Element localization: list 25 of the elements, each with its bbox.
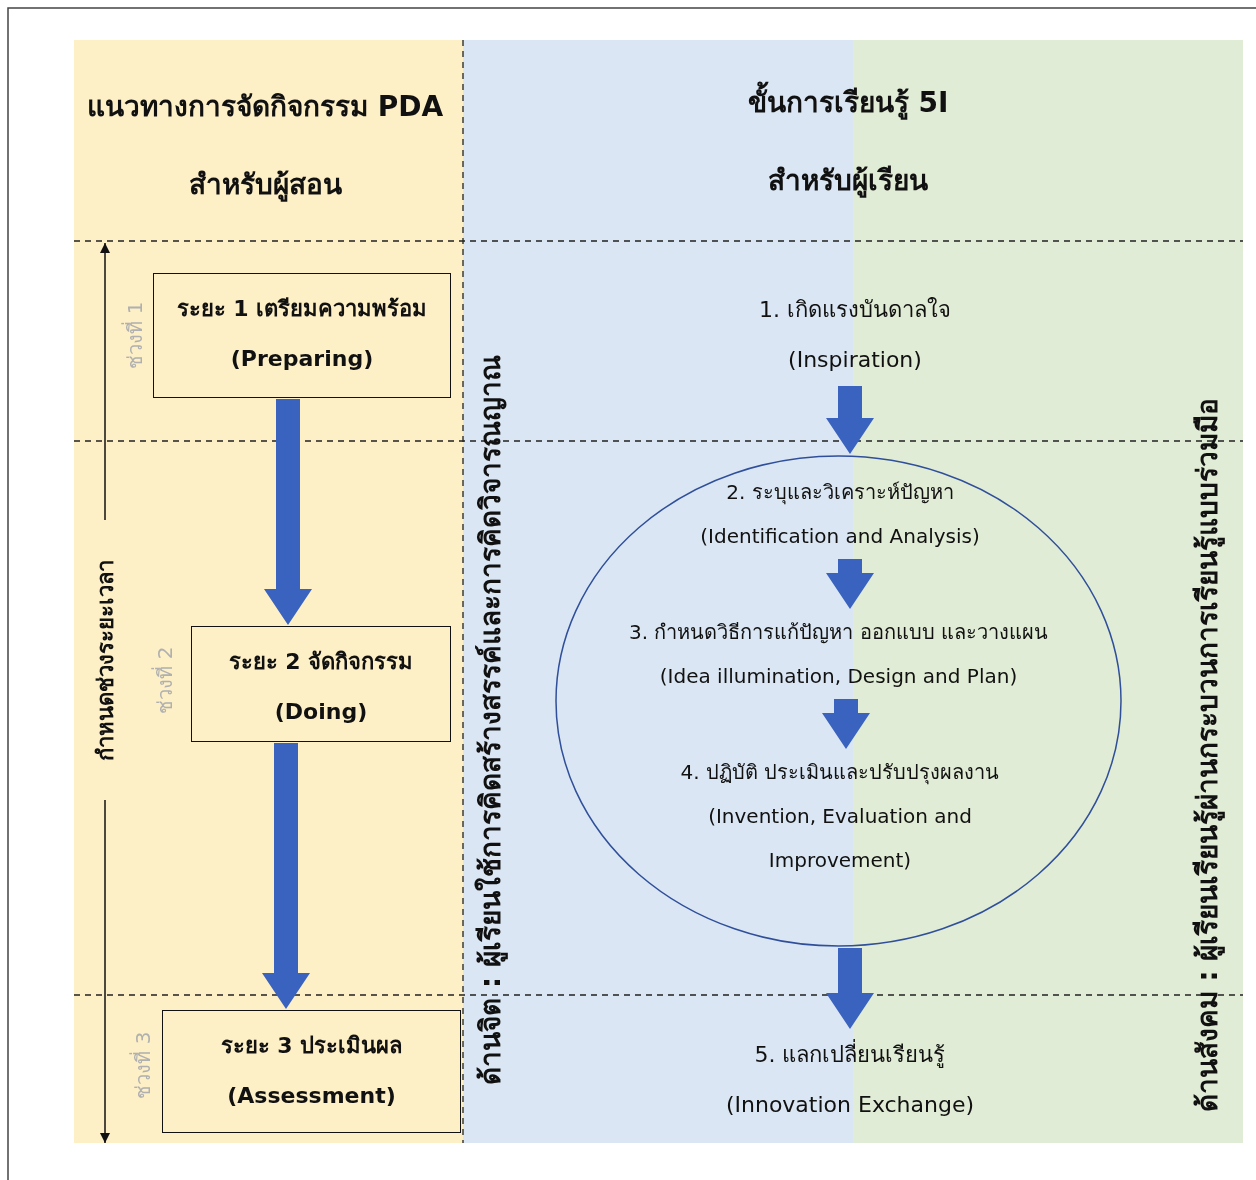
timeline-label: กำหนดช่วงระยะเวลา <box>91 559 119 761</box>
block-arrow <box>826 386 874 454</box>
step-text: 2. ระบุและวิเคราะห์ปัญหา (Identification and Analysis) <box>660 470 1020 558</box>
step-text: 5. แลกเปลี่ยนเรียนรู้ (Innovation Exchange) <box>700 1030 1000 1130</box>
block-arrow <box>826 559 874 609</box>
block-arrow <box>826 948 874 1029</box>
phase-label: ช่วงที่ 2 <box>150 646 178 714</box>
side-caption: ด้านจิต : ผู้เรียนใช้การคิดสร้างสรรค์และการคิดวิจารณญาณ <box>473 355 509 1085</box>
column-subheading: สำหรับผู้เรียน <box>768 163 928 200</box>
block-arrow <box>822 699 870 749</box>
column-heading: แนวทางการจัดกิจกรรม PDA <box>86 89 444 125</box>
phase-label: ช่วงที่ 3 <box>128 1031 156 1099</box>
process-box: ระยะ 3 ประเมินผล (Assessment) <box>162 1010 461 1133</box>
side-caption: ด้านสังคม : ผู้เรียนเรียนรู้ผ่านกระบวนการเรียนรู้แบบร่วมมือ <box>1190 397 1226 1113</box>
step-text: 3. กำหนดวิธีการแก้ปัญหา ออกแบบ และวางแผน (Idea illumination, Design and Plan) <box>570 610 1107 698</box>
phase-label: ช่วงที่ 1 <box>120 301 148 369</box>
block-arrow <box>262 743 310 1009</box>
step-text: 1. เกิดแรงบันดาลใจ (Inspiration) <box>730 285 980 385</box>
column-subheading: สำหรับผู้สอน <box>188 167 342 204</box>
stage-ellipse <box>555 455 1122 947</box>
process-box: ระยะ 1 เตรียมความพร้อม (Preparing) <box>153 273 451 398</box>
process-box: ระยะ 2 จัดกิจกรรม (Doing) <box>191 626 451 742</box>
block-arrow <box>264 399 312 625</box>
step-text: 4. ปฏิบัติ ประเมินและปรับปรุงผลงาน (Invention, Evaluation and Improvement) <box>600 750 1080 882</box>
column-heading: ขั้นการเรียนรู้ 5I <box>747 80 949 124</box>
